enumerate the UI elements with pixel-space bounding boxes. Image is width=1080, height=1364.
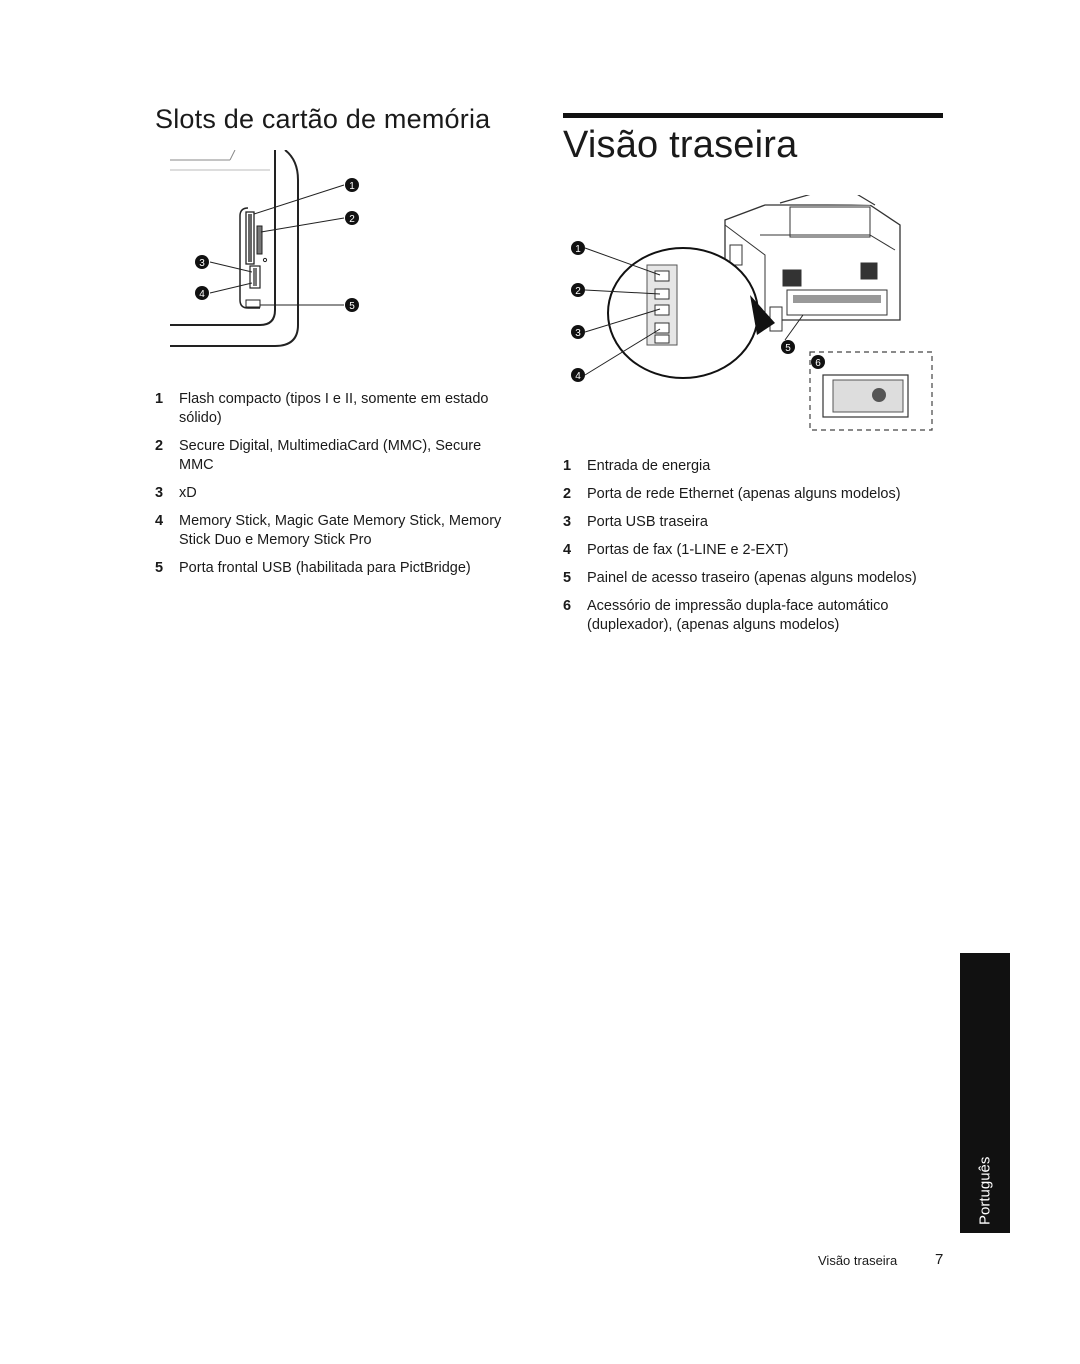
svg-text:5: 5 [349, 301, 355, 312]
svg-text:1: 1 [575, 244, 581, 255]
callout-4: 4 [571, 368, 585, 382]
svg-text:4: 4 [575, 371, 581, 382]
svg-text:6: 6 [815, 358, 821, 369]
heading-rule [563, 113, 943, 118]
callout-2: 2 [571, 283, 585, 297]
svg-text:3: 3 [199, 258, 205, 269]
callout-4: 4 [195, 286, 209, 300]
language-tab-label: Português [976, 1156, 994, 1225]
rear-view-illustration: 1 2 3 4 5 6 [565, 192, 940, 445]
callout-2: 2 [345, 211, 359, 225]
footer-section-title: Visão traseira [818, 1253, 898, 1268]
svg-text:4: 4 [199, 289, 205, 300]
svg-text:2: 2 [349, 214, 355, 225]
callout-5: 5 [345, 298, 359, 312]
memory-card-slots-illustration: 1 2 3 4 5 [160, 149, 380, 355]
page-number: 7 [935, 1251, 944, 1268]
callout-3: 3 [195, 255, 209, 269]
memory-card-slots-heading: Slots de cartão de memória [155, 104, 491, 134]
rear-view-heading: Visão traseira [563, 124, 798, 166]
svg-text:1: 1 [349, 181, 355, 192]
callout-1: 1 [345, 178, 359, 192]
svg-text:3: 3 [575, 328, 581, 339]
svg-text:5: 5 [785, 343, 791, 354]
callout-6: 6 [811, 355, 825, 369]
callout-3: 3 [571, 325, 585, 339]
svg-text:2: 2 [575, 286, 581, 297]
language-tab: Português [960, 953, 1010, 1233]
callout-1: 1 [571, 241, 585, 255]
callout-5: 5 [781, 340, 795, 354]
